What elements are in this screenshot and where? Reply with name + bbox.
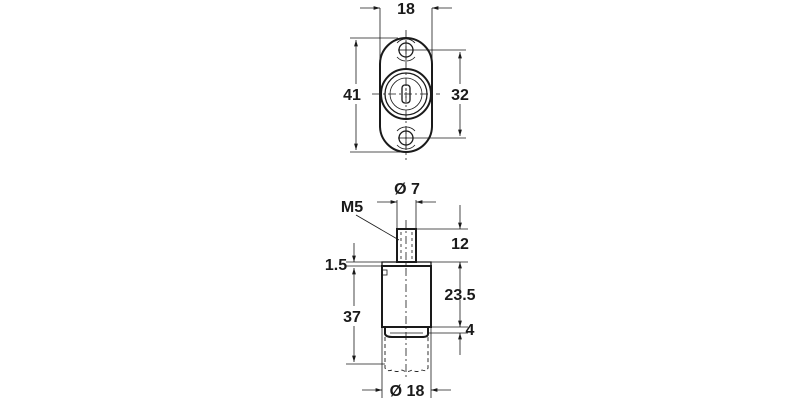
body-diameter-dimension: Ø 18 <box>390 383 425 400</box>
side-view: Ø 7 M5 12 23.5 4 1.5 37 Ø 18 <box>325 181 476 400</box>
body-height-dimension: 23.5 <box>444 287 475 304</box>
front-view: 18 41 32 <box>343 1 469 160</box>
plunger-extended-outline <box>384 337 429 372</box>
pin-length-dimension: 12 <box>451 236 469 253</box>
bottom-cap <box>384 327 429 338</box>
lock-body <box>381 265 432 328</box>
body-length-dimension: 37 <box>343 309 361 326</box>
thread-label: M5 <box>341 199 363 216</box>
cap-dimension: 4 <box>466 322 475 339</box>
threaded-pin <box>396 228 417 263</box>
pin-diameter-dimension: Ø 7 <box>394 181 420 198</box>
flange-dimension: 1.5 <box>325 257 347 274</box>
hole-spacing-dimension: 32 <box>451 87 469 104</box>
height-dimension: 41 <box>343 87 361 104</box>
width-dimension: 18 <box>397 1 415 18</box>
